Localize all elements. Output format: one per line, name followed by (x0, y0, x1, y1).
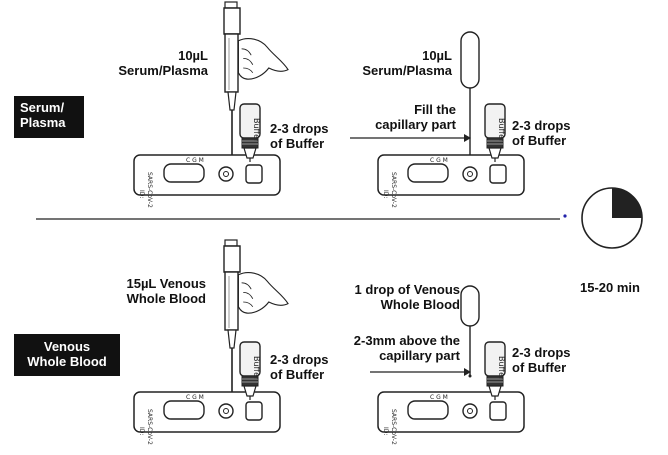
timer-label: 15-20 min (580, 280, 640, 295)
blood-cassette-left (133, 391, 281, 433)
serum-fill-label: Fill the capillary part (375, 102, 456, 132)
serum-dropper (460, 31, 480, 160)
cassette-brand-3: SARS-CoV-2 (146, 409, 153, 445)
serum-cassette-right (377, 154, 525, 196)
blood-dropper-label: 1 drop of Venous Whole Blood (354, 282, 460, 312)
serum-pipette (223, 1, 241, 163)
blood-pipette-hand (237, 271, 289, 314)
blood-buffer-text-right: Buffer (497, 356, 506, 381)
serum-cassette-left (133, 154, 281, 196)
serum-plasma-badge: Serum/ Plasma (14, 96, 84, 138)
cassette-marks-4: C G M (430, 394, 448, 401)
cassette-marks-3: C G M (186, 394, 204, 401)
cassette-id-4: ID: (382, 427, 389, 435)
serum-dropper-label: 10µL Serum/Plasma (362, 48, 452, 78)
cassette-marks-2: C G M (430, 157, 448, 164)
serum-buffer-text-right: Buffer (497, 118, 506, 143)
cassette-id-2: ID: (382, 190, 389, 198)
divider-dot (563, 214, 567, 218)
venous-whole-blood-badge: Venous Whole Blood (14, 334, 120, 376)
blood-buffer-label-right: 2-3 drops of Buffer (512, 345, 571, 375)
cassette-id-3: ID: (138, 427, 145, 435)
cassette-brand-1: SARS-CoV-2 (146, 172, 153, 208)
blood-pipette (223, 239, 241, 401)
serum-buffer-label-left: 2-3 drops of Buffer (270, 121, 329, 151)
blood-cassette-right (377, 391, 525, 433)
serum-pipette-hand (237, 37, 289, 80)
cassette-brand-2: SARS-CoV-2 (390, 172, 397, 208)
serum-buffer-label-right: 2-3 drops of Buffer (512, 118, 571, 148)
blood-buffer-text-left: Buffer (252, 356, 261, 381)
timer-clock-icon (581, 187, 643, 249)
blood-buffer-label-left: 2-3 drops of Buffer (270, 352, 329, 382)
blood-pipette-label: 15µL Venous Whole Blood (126, 276, 206, 306)
cassette-marks-1: C G M (186, 157, 204, 164)
blood-dropper (460, 285, 480, 378)
blood-fill-label: 2-3mm above the capillary part (353, 333, 460, 363)
blood-fill-arrow (370, 368, 471, 376)
cassette-brand-4: SARS-CoV-2 (390, 409, 397, 445)
serum-pipette-label: 10µL Serum/Plasma (118, 48, 208, 78)
serum-fill-arrow (350, 134, 471, 142)
serum-buffer-text-left: Buffer (252, 118, 261, 143)
cassette-id-1: ID: (138, 190, 145, 198)
